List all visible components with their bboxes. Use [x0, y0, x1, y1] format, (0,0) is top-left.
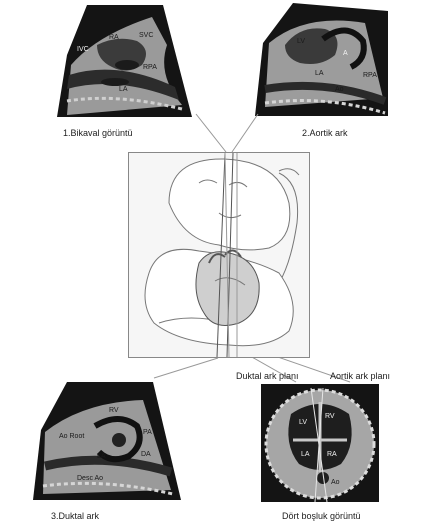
panel4-ao-label: Ao: [331, 479, 340, 486]
panel4-ra-label: RA: [327, 451, 337, 458]
panel3-ao-root-label: Ao Root: [59, 433, 84, 440]
ductal-arch-ultrasound-image: RV Ao Root PA LA DA Desc Ao: [33, 382, 181, 500]
panel3-pa-label: PA: [143, 429, 152, 436]
panel4-la-label: LA: [301, 451, 310, 458]
panel4-lv-label: LV: [299, 419, 307, 426]
label-aortic-arch-plane: Aortik ark planı: [330, 371, 390, 381]
four-chamber-ultrasound-image: RV LV RA LA Ao: [261, 384, 379, 502]
label-ductal-arch-plane: Duktal ark planı: [236, 371, 299, 381]
caption-four-chamber: Dört boşluk görüntü: [282, 511, 361, 521]
panel3-la-label: LA: [97, 453, 106, 460]
caption-ductal-arch: 3.Duktal ark: [51, 511, 99, 521]
panel3-desc-label: Desc Ao: [77, 475, 103, 482]
panel4-rv-label: RV: [325, 413, 335, 420]
fetus-illustration: [128, 152, 310, 358]
panel3-da-label: DA: [141, 451, 151, 458]
panel3-rv-label: RV: [109, 407, 119, 414]
